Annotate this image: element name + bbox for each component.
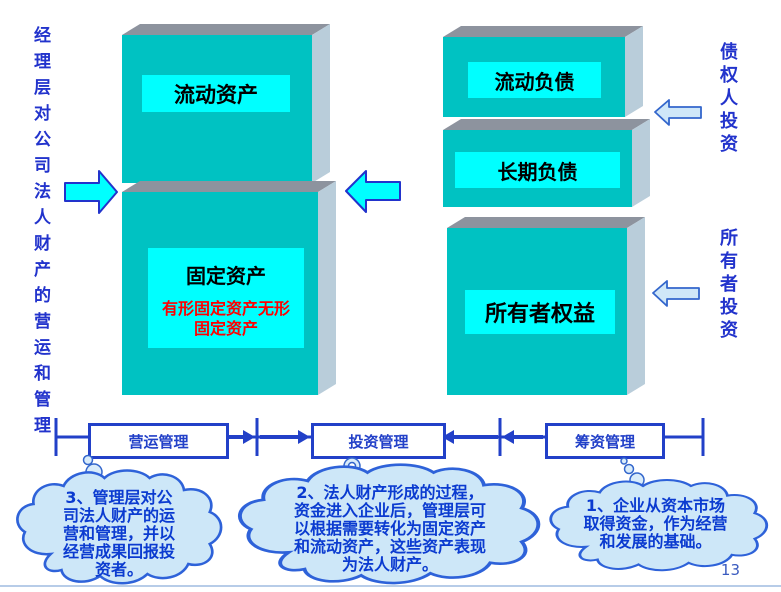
owners-equity-box: 所有者权益 (446, 217, 645, 395)
manager-arrow-icon (64, 170, 118, 214)
arrow-left-icon (502, 430, 514, 444)
box-front-face: 长期负债 (443, 130, 632, 207)
box-side-face (625, 26, 643, 117)
box-side-face (318, 181, 336, 395)
cloud-note-1: 1、企业从资本市场取得资金，作为经营和发展的基础。 (583, 496, 728, 551)
liability-to-asset-arrow-icon (345, 170, 401, 213)
current-liabilities-box: 流动负债 (442, 26, 643, 117)
fixed-assets-label: 固定资产 (186, 264, 266, 288)
box-top-face (121, 181, 336, 192)
manager-annotation: 经理层对公司法人财产的营运和管理 (30, 26, 50, 442)
arrow-right-icon (243, 430, 255, 444)
creditor-annotation: 债权人投资 (717, 42, 738, 157)
slide-footer-line (0, 585, 781, 587)
box-front-face: 流动负债 (443, 37, 625, 117)
long-term-liabilities-label: 长期负债 (455, 152, 620, 188)
page-number: 13 (720, 561, 740, 579)
investment-management-box: 投资管理 (311, 423, 446, 459)
box-side-face (632, 119, 650, 207)
box-top-face (446, 217, 645, 228)
box-front-face: 固定资产 有形固定资产无形固定资产 (122, 192, 318, 395)
arrow-left-icon (442, 430, 454, 444)
current-liabilities-label: 流动负债 (468, 62, 601, 98)
current-assets-box: 流动资产 (121, 24, 330, 183)
box-side-face (312, 24, 330, 183)
long-term-liabilities-box: 长期负债 (442, 119, 650, 207)
financing-management-box: 筹资管理 (545, 423, 665, 459)
owner-annotation: 所有者投资 (717, 228, 738, 343)
box-front-face: 所有者权益 (447, 228, 627, 395)
owners-equity-label: 所有者权益 (465, 290, 615, 334)
fixed-assets-label-area: 固定资产 有形固定资产无形固定资产 (148, 248, 304, 348)
cloud-note-3: 3、管理层对公司法人财产的运营和管理，并以经营成果回报投资者。 (62, 488, 175, 579)
box-side-face (627, 217, 645, 395)
arrow-right-icon (298, 430, 310, 444)
box-top-face (121, 24, 330, 35)
fixed-assets-detail: 有形固定资产无形固定资产 (161, 299, 290, 338)
box-front-face: 流动资产 (122, 35, 312, 183)
fixed-assets-box: 固定资产 有形固定资产无形固定资产 (121, 181, 336, 395)
box-top-face (442, 26, 643, 37)
operations-management-box: 营运管理 (88, 423, 229, 459)
owner-investment-arrow-icon (652, 280, 700, 307)
creditor-investment-arrow-icon (654, 99, 702, 126)
box-top-face (442, 119, 650, 130)
cloud-note-2: 2、法人财产形成的过程，资金进入企业后，管理层可以根据需要转化为固定资产和流动资… (293, 483, 486, 574)
current-assets-label: 流动资产 (142, 75, 290, 112)
